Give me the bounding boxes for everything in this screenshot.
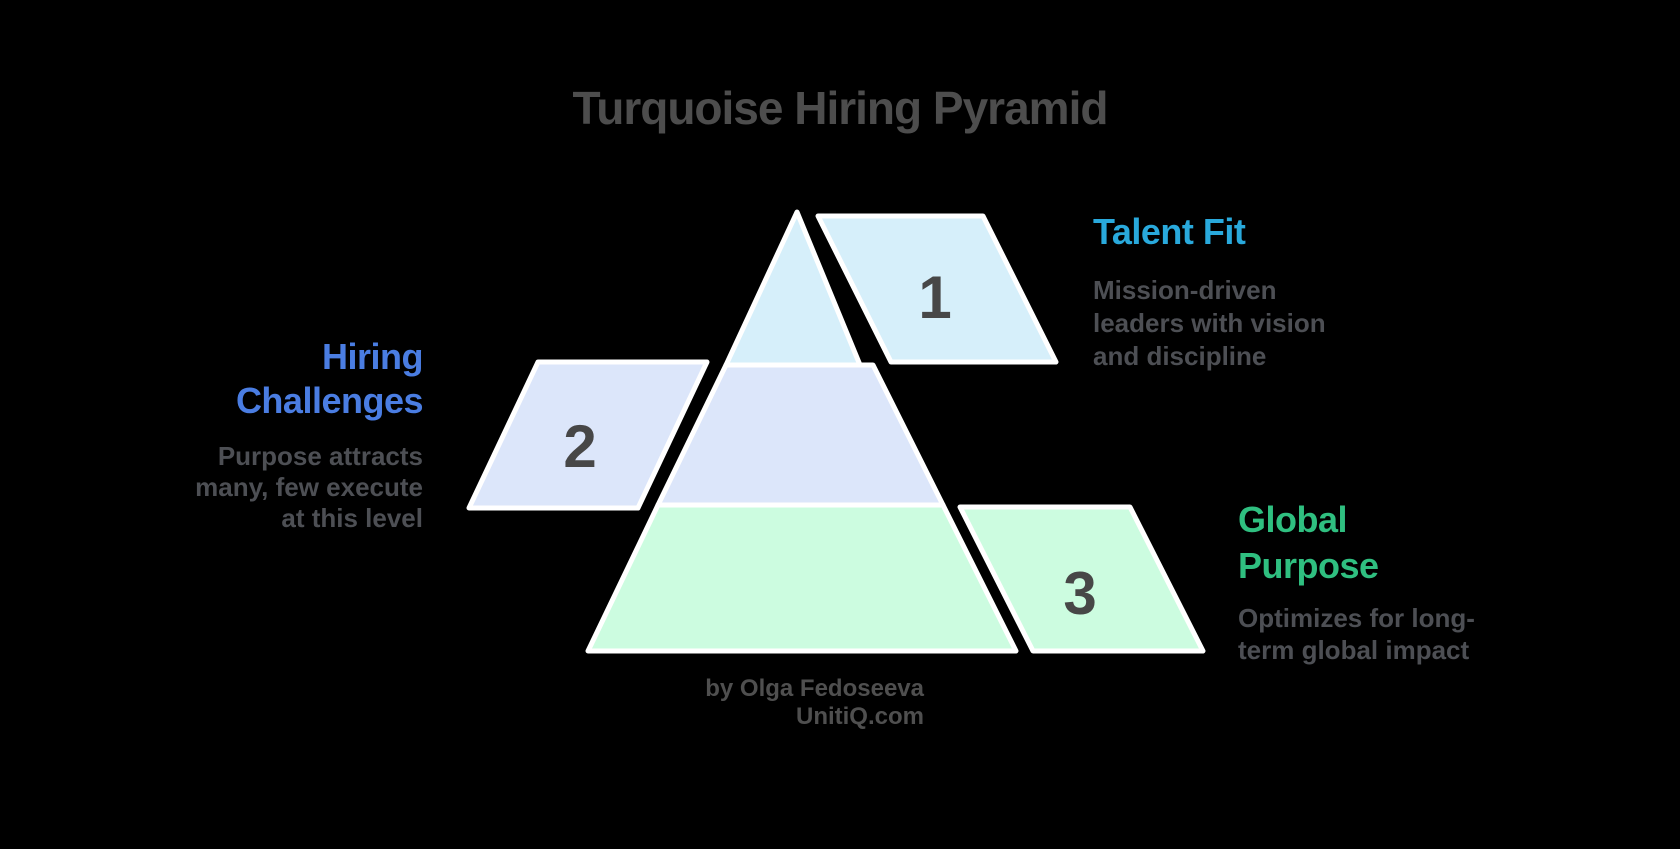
pyramid-piece-1-parallelogram: [815, 213, 1059, 365]
callout-talent-fit: Talent Fit Mission-driven leaders with v…: [1093, 210, 1423, 373]
level-3-number: 3: [1063, 560, 1097, 627]
footer-byline: by Olga Fedoseeva: [705, 675, 924, 702]
callout-global-purpose: Global Purpose Optimizes for long- term …: [1238, 497, 1568, 666]
footer-site: UnitiQ.com: [795, 703, 924, 730]
callout-hiring-challenges: Hiring Challenges Purpose attracts many,…: [123, 335, 423, 534]
diagram-title: Turquoise Hiring Pyramid: [572, 82, 1109, 134]
pyramid-piece-2-parallelogram: [466, 359, 710, 511]
callout-talent-fit-description: Mission-driven leaders with vision and d…: [1093, 275, 1326, 371]
pyramid-band-2-middle-trapezoid: [655, 362, 946, 508]
callout-global-purpose-heading: Global Purpose: [1238, 499, 1379, 586]
pyramid-piece-3-parallelogram: [957, 504, 1206, 654]
footer-credit: by Olga Fedoseeva UnitiQ.com: [624, 675, 924, 731]
level-2-number: 2: [563, 413, 597, 480]
level-1-number: 1: [918, 264, 952, 331]
callout-talent-fit-heading: Talent Fit: [1093, 211, 1246, 252]
pyramid-band-3-bottom-trapezoid: [585, 502, 1019, 654]
callout-hiring-challenges-heading: Hiring Challenges: [235, 336, 424, 421]
callout-hiring-challenges-description: Purpose attracts many, few execute at th…: [195, 441, 423, 533]
callout-global-purpose-description: Optimizes for long- term global impact: [1238, 603, 1475, 665]
